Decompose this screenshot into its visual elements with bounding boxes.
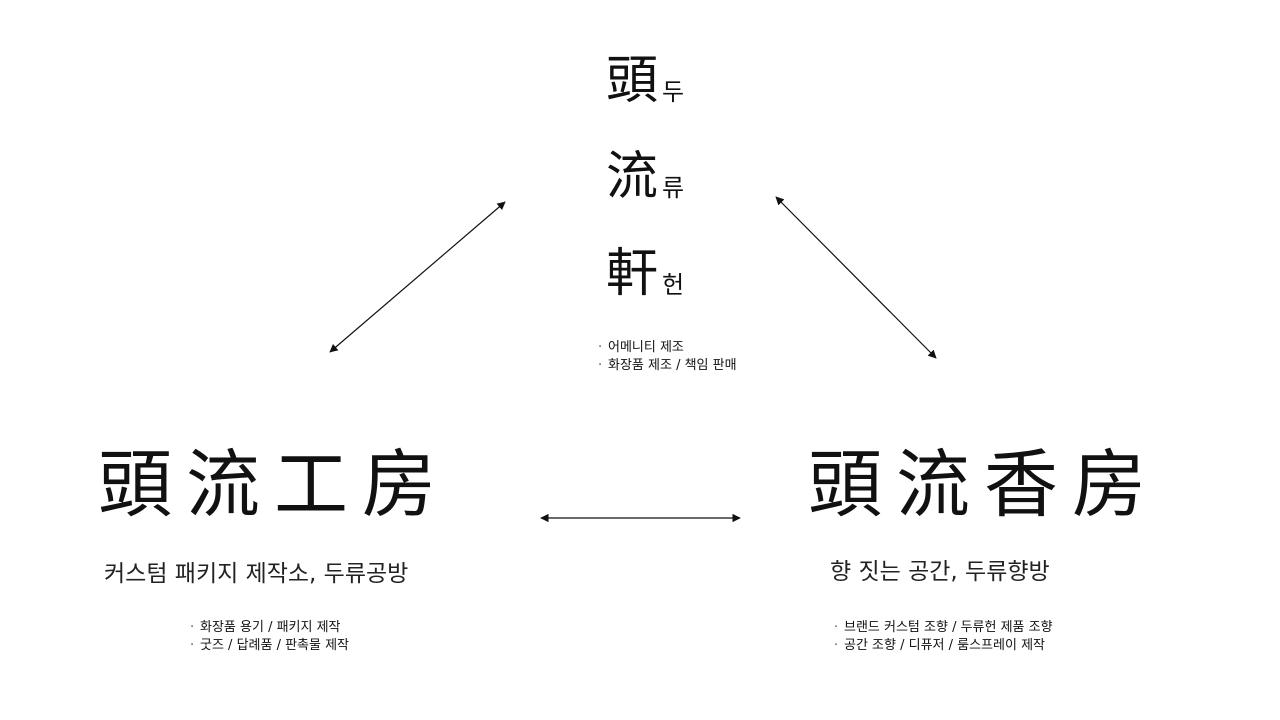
note-item: · 굿즈 / 답례품 / 판촉물 제작 [190,637,349,655]
arrow-top-left [329,201,506,353]
right-brand-subtitle: 향 짓는 공간, 두류향방 [830,559,1050,585]
hanja-char: 軒 [606,244,659,304]
right-brand-name: 頭流香房 [808,442,1160,528]
note-item: · 브랜드 커스텀 조향 / 두류헌 제품 조향 [834,619,1053,637]
note-text: 어메니티 제조 [608,340,684,355]
bullet-icon: · [834,620,839,635]
note-text: 화장품 제조 / 책임 판매 [608,358,737,373]
hangul-reading: 두 [662,78,685,106]
note-text: 브랜드 커스텀 조향 / 두류헌 제품 조향 [844,620,1053,635]
bullet-icon: · [190,620,195,635]
bullet-icon: · [598,358,603,373]
note-text: 공간 조향 / 디퓨저 / 룸스프레이 제작 [844,638,1045,653]
note-item: · 어메니티 제조 [598,339,737,357]
bullet-icon: · [598,340,603,355]
hanja-char: 頭 [606,51,659,111]
arrow-top-right [775,196,937,359]
hangul-reading: 헌 [662,271,685,299]
hangul-reading: 류 [662,174,685,202]
left-brand-name: 頭流工房 [98,442,450,528]
note-item: · 화장품 제조 / 책임 판매 [598,357,737,375]
top-char-1: 頭 두 [606,52,684,110]
bullet-icon: · [190,638,195,653]
hanja-char: 流 [606,147,659,207]
bullet-icon: · [834,638,839,653]
top-char-2: 流 류 [606,148,684,206]
note-item: · 화장품 용기 / 패키지 제작 [190,619,349,637]
top-notes: · 어메니티 제조 · 화장품 제조 / 책임 판매 [598,339,737,375]
left-brand-subtitle: 커스텀 패키지 제작소, 두류공방 [104,561,409,587]
left-notes: · 화장품 용기 / 패키지 제작 · 굿즈 / 답례품 / 판촉물 제작 [190,619,349,655]
note-text: 화장품 용기 / 패키지 제작 [200,620,341,635]
right-notes: · 브랜드 커스텀 조향 / 두류헌 제품 조향 · 공간 조향 / 디퓨저 / 룸… [834,619,1053,655]
note-text: 굿즈 / 답례품 / 판촉물 제작 [200,638,350,653]
top-char-3: 軒 헌 [606,245,684,303]
note-item: · 공간 조향 / 디퓨저 / 룸스프레이 제작 [834,637,1053,655]
